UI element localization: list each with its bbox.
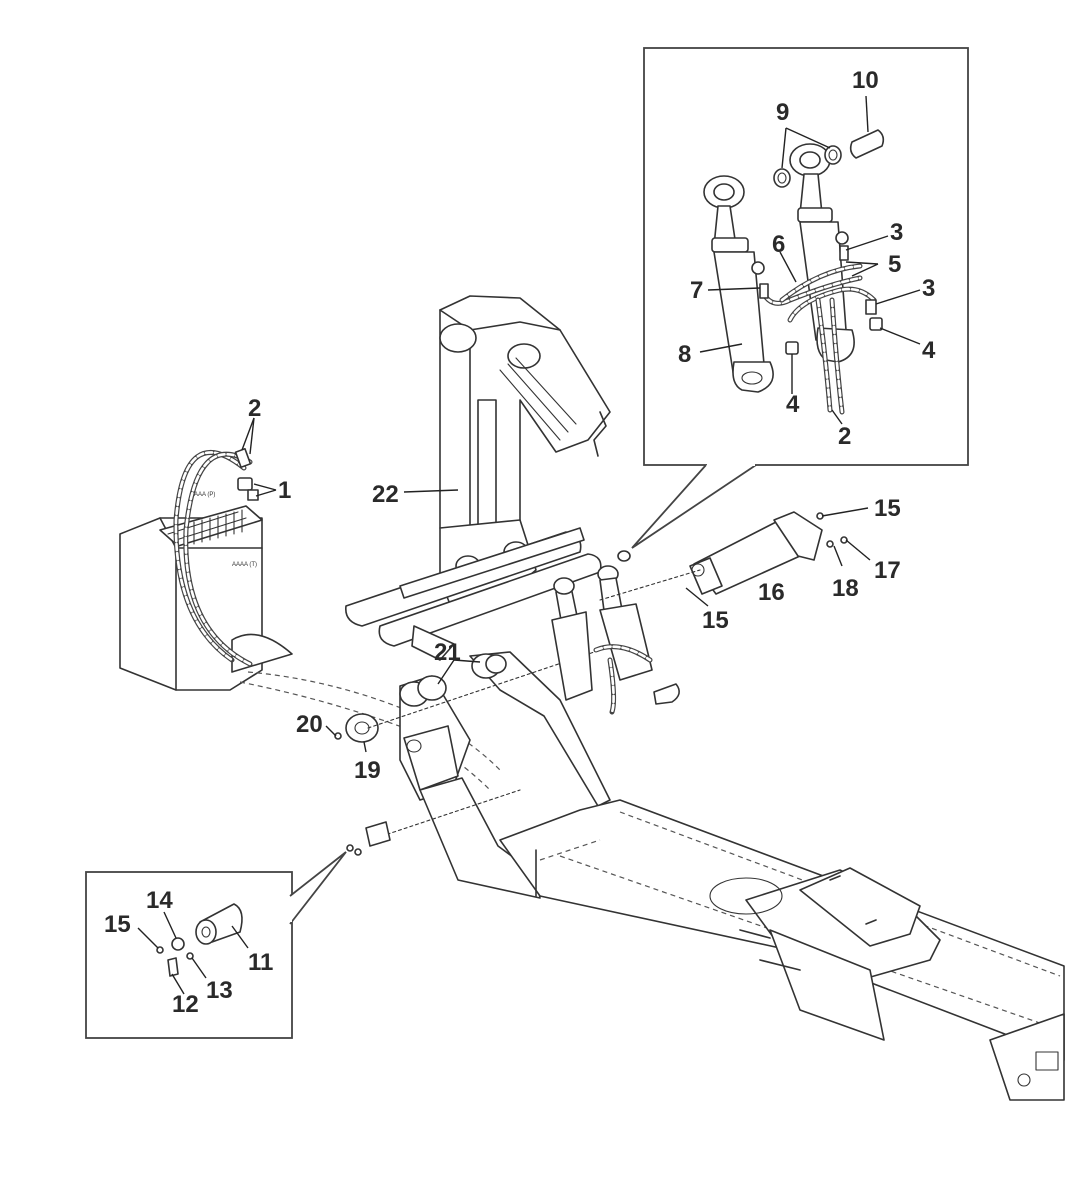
callout-4-bottom: 4 xyxy=(786,391,800,418)
callout-14: 14 xyxy=(146,887,173,914)
callout-10: 10 xyxy=(852,67,879,94)
svg-text:AAAA (P): AAAA (P) xyxy=(190,492,215,498)
callout-12: 12 xyxy=(172,991,199,1018)
callout-11: 11 xyxy=(248,949,273,976)
callout-1: 1 xyxy=(278,477,291,504)
callout-7: 7 xyxy=(690,277,703,304)
callout-19: 19 xyxy=(354,757,381,784)
pin-icon xyxy=(849,129,885,159)
callout-2-valve: 2 xyxy=(248,395,261,422)
pin-detail-inset xyxy=(85,851,347,1039)
bushing-icon xyxy=(824,145,842,165)
svg-text:AAAA (T): AAAA (T) xyxy=(232,562,257,568)
nut-icon xyxy=(171,937,185,951)
callout-3-top: 3 xyxy=(890,219,903,246)
bushing-icon xyxy=(773,168,791,188)
washer-icon xyxy=(345,713,379,743)
cylinder-left xyxy=(703,175,774,393)
callout-21: 21 xyxy=(434,639,461,666)
callout-6: 6 xyxy=(772,231,785,258)
callout-5: 5 xyxy=(888,251,901,278)
callout-8: 8 xyxy=(678,341,691,368)
callout-15-detail: 15 xyxy=(104,911,131,938)
callout-9: 9 xyxy=(776,99,789,126)
callout-15-top: 15 xyxy=(874,495,901,522)
callout-16: 16 xyxy=(758,579,785,606)
cylinder-assembly-mounted xyxy=(551,550,653,715)
boom-assembly xyxy=(345,295,611,661)
control-valve-assembly: AAAA (P) AAAA (T) xyxy=(119,417,501,791)
callout-3-mid: 3 xyxy=(922,275,935,302)
callout-15-mid: 15 xyxy=(702,607,729,634)
callout-17: 17 xyxy=(874,557,901,584)
callout-18: 18 xyxy=(832,575,859,602)
boom-pivot-bracket xyxy=(325,639,631,807)
callout-2-detail: 2 xyxy=(838,423,851,450)
callout-22: 22 xyxy=(372,481,399,508)
cylinder-detail-inset xyxy=(631,47,969,549)
callout-4-right: 4 xyxy=(922,337,936,364)
callout-13: 13 xyxy=(206,977,233,1004)
tilt-cylinder xyxy=(599,507,871,705)
chassis-frame xyxy=(419,777,1065,1101)
bolt-icon xyxy=(167,957,179,977)
callout-labels: 2 1 22 20 19 21 15 17 18 16 15 10 9 3 6 … xyxy=(104,67,936,1018)
callout-20: 20 xyxy=(296,711,323,738)
